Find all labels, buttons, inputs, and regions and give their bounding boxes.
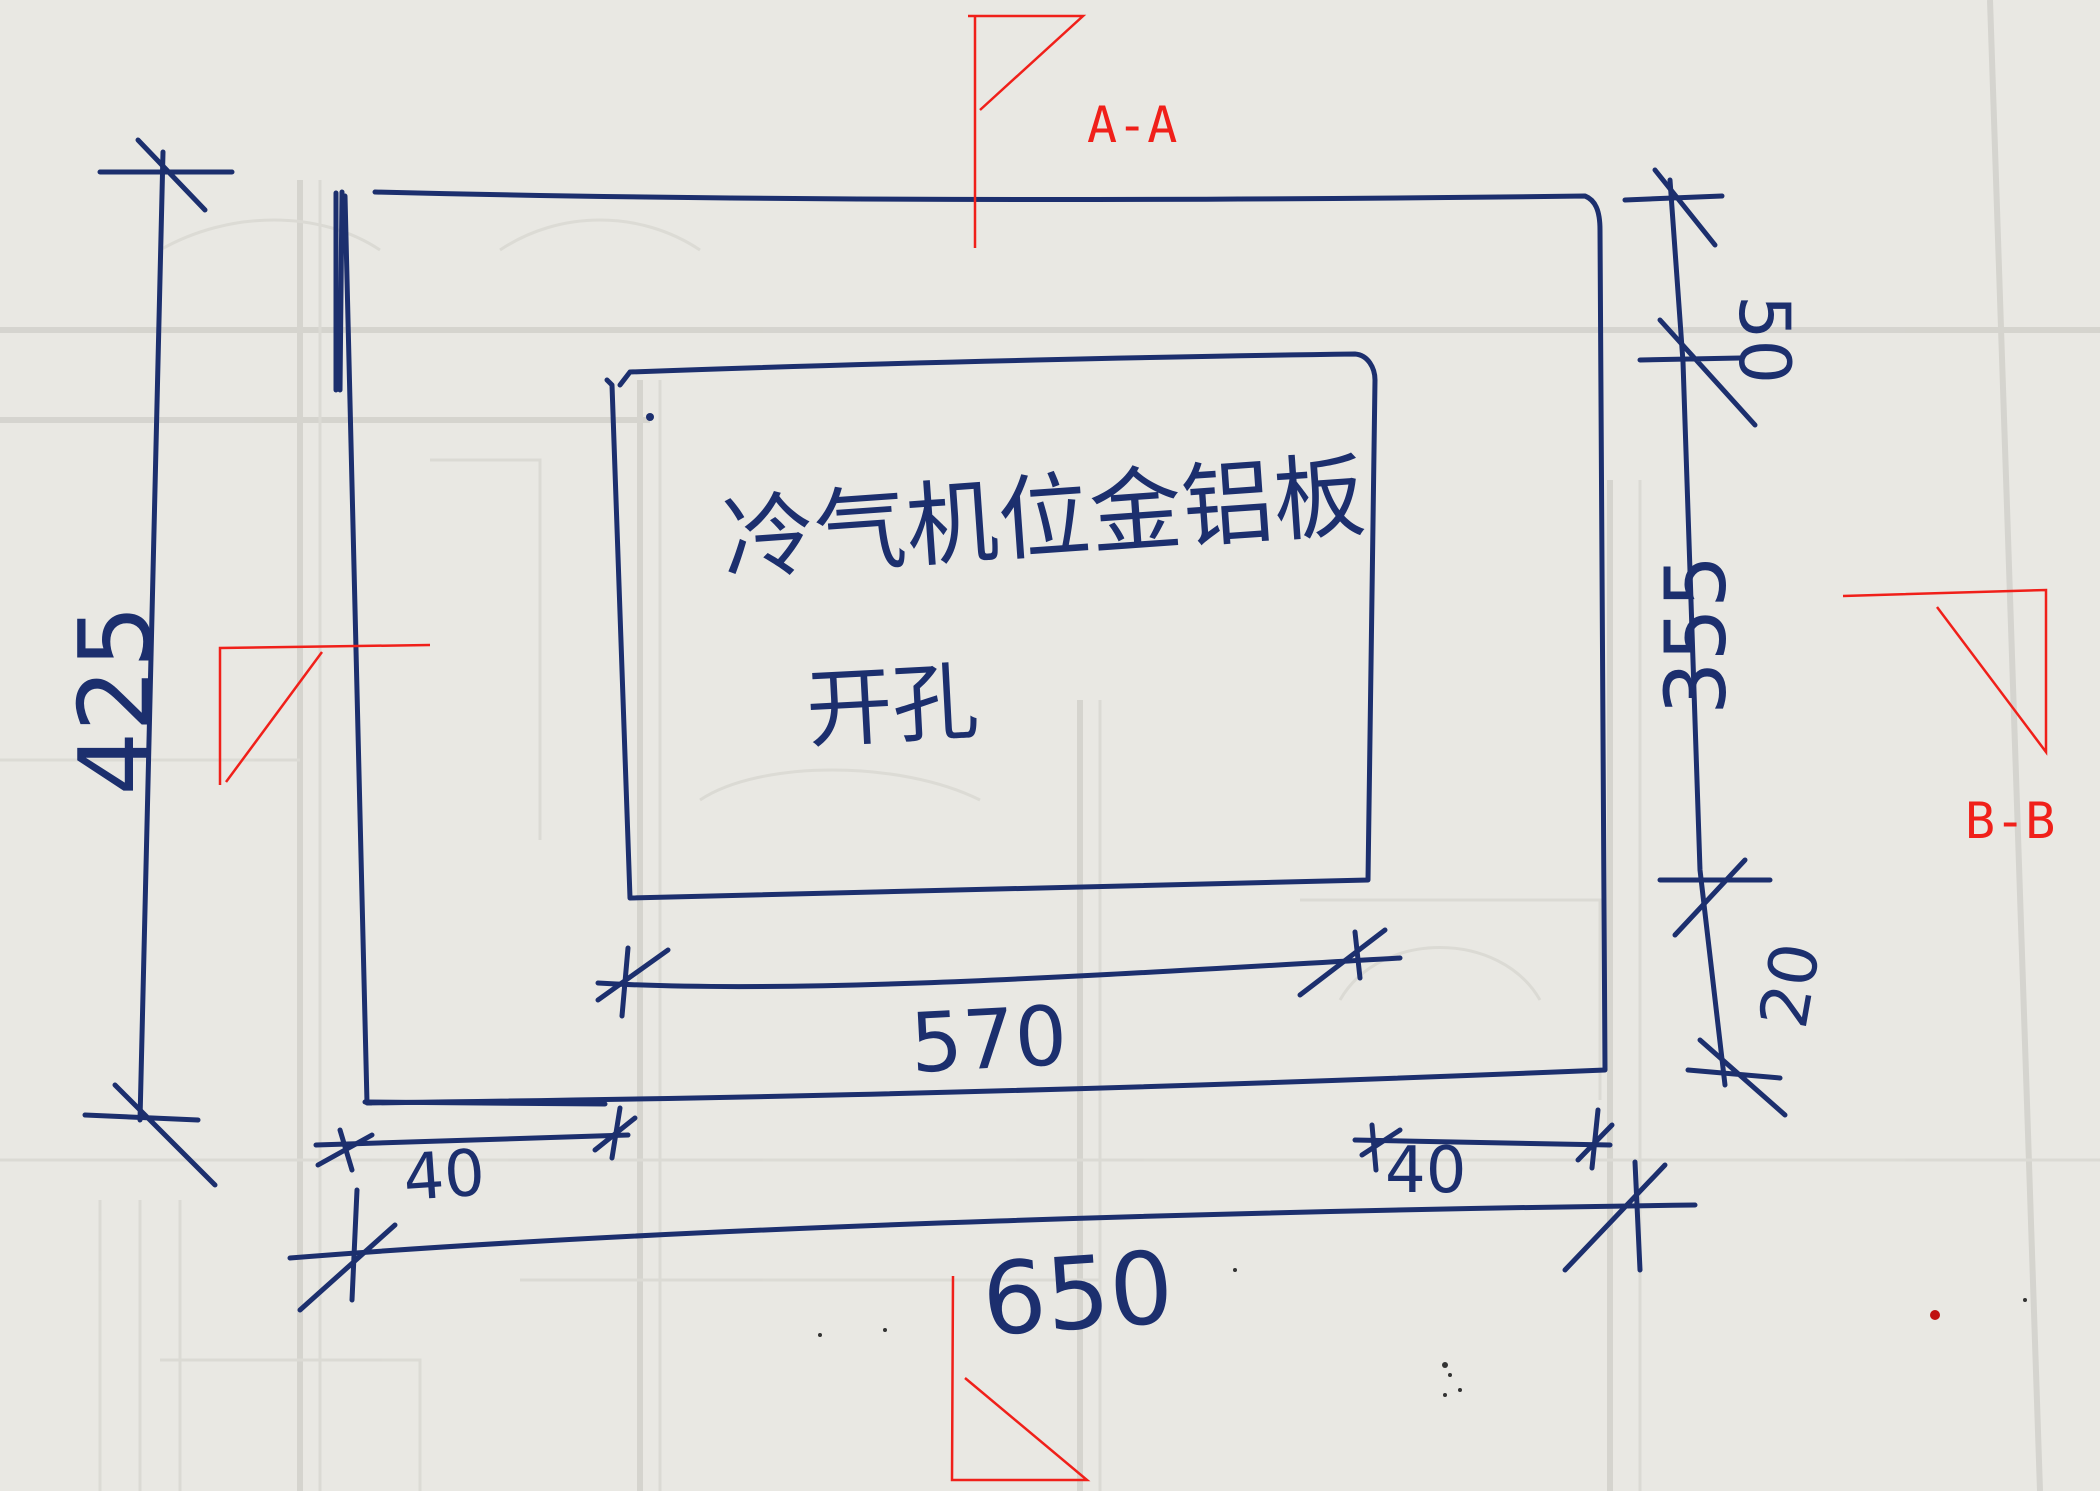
dim-opening-width xyxy=(595,927,1403,1019)
section-mark-a xyxy=(968,14,1087,248)
dim-opening-width-label: 570 xyxy=(908,989,1069,1092)
dim-right-margin xyxy=(1352,1107,1615,1173)
dim-width-total xyxy=(287,1159,1698,1313)
hole-dot xyxy=(646,413,654,421)
outer-panel-outline xyxy=(337,189,1608,1106)
section-mark-bottom xyxy=(950,1275,1091,1482)
dim-right-margin-label: 40 xyxy=(1385,1134,1466,1208)
dim-right-chain xyxy=(1622,167,1788,1118)
dim-left-margin xyxy=(313,1099,638,1173)
dim-opening-height-label: 355 xyxy=(1647,555,1745,715)
dim-left-margin-label: 40 xyxy=(401,1136,487,1216)
section-mark-left xyxy=(218,643,431,785)
paper-specks xyxy=(818,1268,2027,1397)
dim-bottom-margin-label: 20 xyxy=(1745,937,1835,1033)
plate-title: 冷气机位金铝板 xyxy=(719,442,1369,594)
section-label-a: A-A xyxy=(1087,96,1177,154)
dim-height-total xyxy=(82,137,235,1188)
section-label-b: B-B xyxy=(1965,792,2055,850)
inner-opening-outline xyxy=(604,351,1378,901)
dim-height-total-label: 425 xyxy=(57,605,174,796)
dim-width-total-label: 650 xyxy=(979,1229,1178,1359)
plate-subtitle: 开孔 xyxy=(804,652,981,761)
dim-top-margin-label: 50 xyxy=(1723,295,1805,384)
red-speck xyxy=(1930,1310,1940,1320)
section-mark-b xyxy=(1842,588,2048,756)
